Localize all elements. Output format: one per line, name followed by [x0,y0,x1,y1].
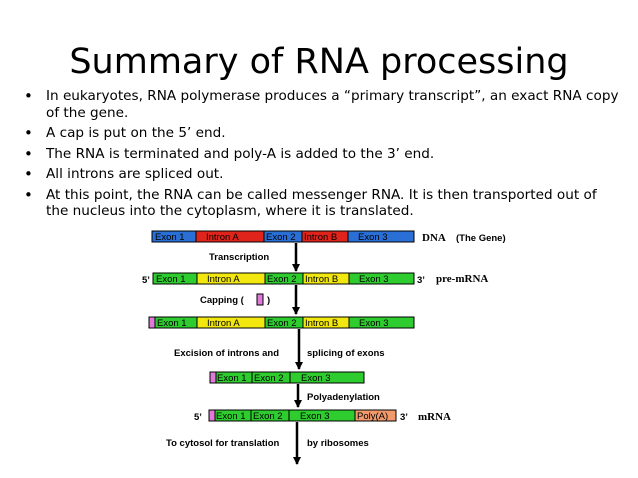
bullet-item: In eukaryotes, RNA polymerase produces a… [22,88,622,121]
premrna-introna-label: Intron A [207,274,240,285]
premrna-intronb-label: Intron B [305,274,338,285]
polyadenylation-label: Polyadenylation [307,392,380,403]
five-prime-label: 5’ [142,275,150,286]
gene-label: (The Gene) [456,233,506,244]
bullet-item: The RNA is terminated and poly-A is adde… [22,146,622,163]
slide-title: Summary of RNA processing [69,42,569,82]
bullet-list: In eukaryotes, RNA polymerase produces a… [22,88,622,224]
bullet-item: All introns are spliced out. [22,166,622,183]
premrna-row: 5’ Exon 1 Intron A Exon 2 Intron B Exon … [142,272,488,286]
capped-intronb-label: Intron B [305,318,338,329]
ribosomes-label: by ribosomes [307,438,369,449]
capped-introna-label: Intron A [207,318,240,329]
spliced-exon1-label: Exon 1 [217,373,247,384]
capping-close-label: ) [267,295,270,306]
spliced-row: Exon 1 Exon 2 Exon 3 [209,371,365,384]
spliced-exon3-segment [289,371,365,384]
three-prime-label: 3’ [417,275,425,286]
spliced-exon2-label: Exon 2 [254,373,284,384]
spliced-exon3-label: Exon 3 [301,373,331,384]
capping-label: Capping ( [200,295,245,306]
mrna-row: 5’ Exon 1 Exon 2 Exon 3 Poly(A) 3’ mRNA [194,409,451,423]
mrna-polya-segment [354,409,397,422]
bullet-item: At this point, the RNA can be called mes… [22,187,622,220]
capped-exon1-label: Exon 1 [157,318,187,329]
mrna-exon2-label: Exon 2 [253,411,283,422]
cap-symbol [256,293,264,306]
mrna-exon1-label: Exon 1 [216,411,246,422]
transcription-label: Transcription [209,252,269,263]
mrna-five-prime-label: 5’ [194,412,202,423]
dna-intronb-label: Intron B [304,232,337,243]
mrna-exon3-label: Exon 3 [300,411,330,422]
capped-premrna-row: Exon 1 Intron A Exon 2 Intron B Exon 3 [148,316,415,329]
capped-exon3-segment [348,316,415,329]
cap-segment [148,316,156,329]
premrna-label: pre-mRNA [436,273,488,285]
dna-exon3-segment [347,230,415,243]
spliced-cap-segment [209,371,217,384]
splicing-label: splicing of exons [307,348,385,359]
capped-exon3-label: Exon 3 [359,318,389,329]
bullet-item: A cap is put on the 5’ end. [22,125,622,142]
dna-exon3-label: Exon 3 [358,232,388,243]
mrna-polya-label: Poly(A) [357,411,388,422]
dna-row: Exon 1 Intron A Exon 2 Intron B Exon 3 D… [151,230,506,244]
dna-exon1-label: Exon 1 [155,232,185,243]
mrna-cap-segment [208,409,216,422]
excision-label: Excision of introns and [174,348,279,359]
dna-label: DNA [422,232,446,244]
premrna-exon1-label: Exon 1 [156,274,186,285]
premrna-exon3-segment [348,272,415,285]
mrna-three-prime-label: 3’ [400,412,408,423]
cytosol-label: To cytosol for translation [166,438,280,449]
capped-exon2-label: Exon 2 [267,318,297,329]
dna-introna-label: Intron A [206,232,239,243]
dna-exon2-label: Exon 2 [266,232,296,243]
premrna-exon3-label: Exon 3 [359,274,389,285]
premrna-exon2-label: Exon 2 [267,274,297,285]
mrna-label: mRNA [418,411,451,423]
